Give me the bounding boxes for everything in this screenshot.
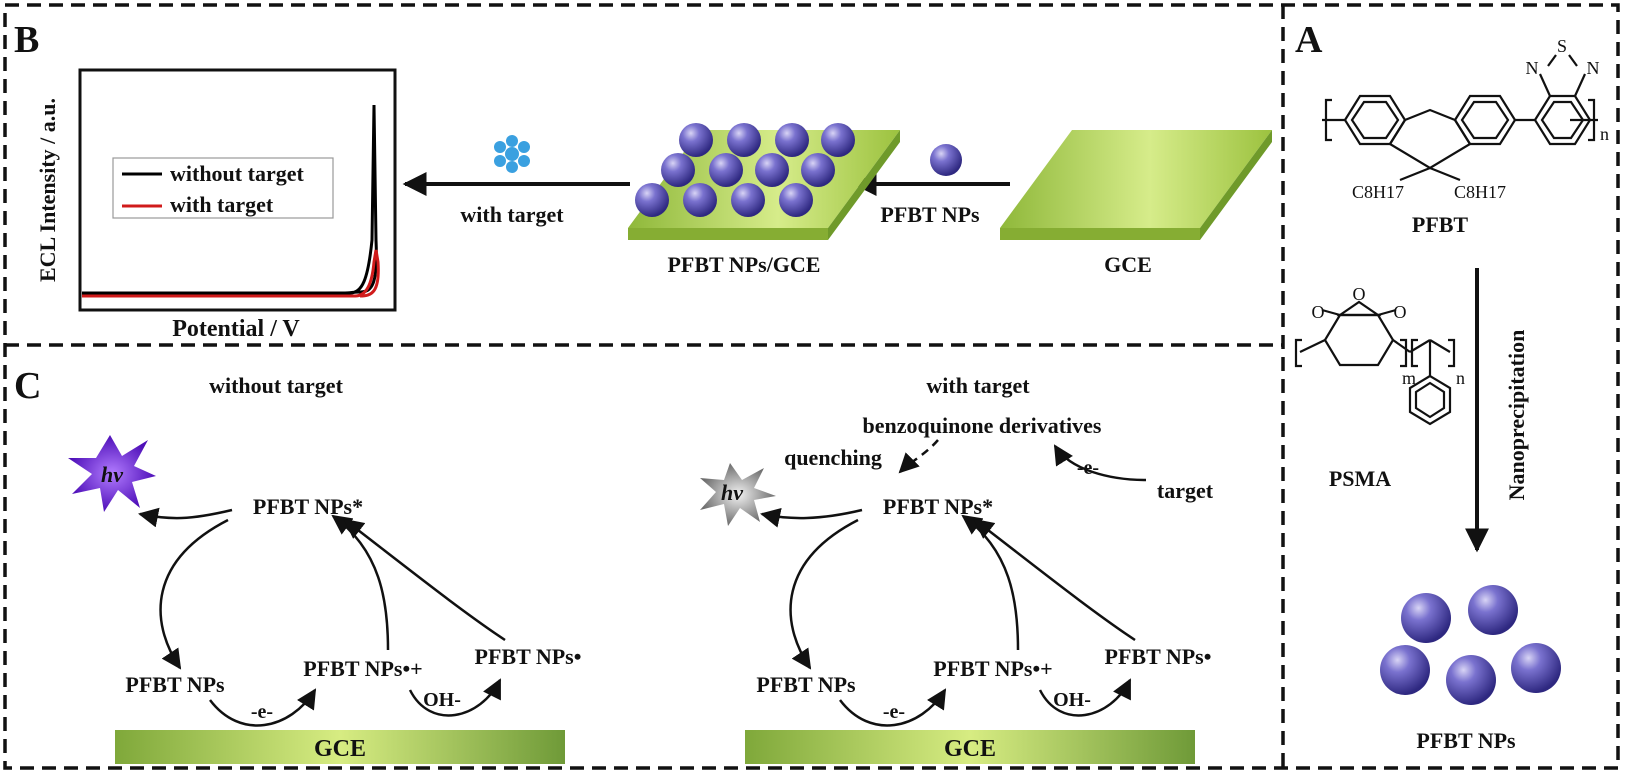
thiadiazole-n-left: N <box>1526 58 1539 78</box>
cycle-arrows-left <box>138 507 506 727</box>
psma-o-left: O <box>1312 302 1325 322</box>
benzoquinone-label: benzoquinone derivatives <box>863 413 1102 438</box>
repeat-index-n: n <box>1600 124 1609 144</box>
electrode-modified <box>628 123 900 240</box>
plot-legend <box>112 157 334 219</box>
panel-label-b: B <box>14 19 39 61</box>
hydroxide-right: OH- <box>1053 689 1091 711</box>
gce-bar-left <box>115 730 565 764</box>
curve-without-target <box>82 104 378 295</box>
cation-right: PFBT NPs•+ <box>933 656 1052 681</box>
electrode-modified-label: PFBT NPs/GCE <box>667 252 820 277</box>
psma-o-right: O <box>1394 302 1407 322</box>
psma-structure <box>1294 300 1456 426</box>
target-label: target <box>1157 478 1214 503</box>
star-purple <box>68 435 156 512</box>
psma-m: m <box>1402 368 1416 388</box>
legend-label-with: with target <box>170 192 274 217</box>
electrode-bare-label: GCE <box>1104 252 1152 277</box>
pfbt-structure <box>1322 54 1598 182</box>
excited-left: PFBT NPs* <box>253 494 363 519</box>
thiadiazole-n-right: N <box>1587 58 1600 78</box>
c-left-title: without target <box>209 373 343 398</box>
electron-right: -e- <box>883 701 905 723</box>
quenching-label: quenching <box>784 445 882 470</box>
ground-right: PFBT NPs <box>756 672 856 697</box>
star-gray <box>700 463 776 526</box>
hv-right: hν <box>721 480 743 505</box>
psma-o-mid: O <box>1353 284 1366 304</box>
gce-label-left: GCE <box>314 736 366 762</box>
panel-borders <box>3 3 1620 770</box>
cation-left: PFBT NPs•+ <box>303 656 422 681</box>
excited-right: PFBT NPs* <box>883 494 993 519</box>
gce-label-right: GCE <box>944 736 996 762</box>
panel-label-c: C <box>14 365 41 407</box>
product-label: PFBT NPs <box>1416 728 1516 753</box>
single-nanoparticle <box>930 144 962 176</box>
gce-bar-right <box>745 730 1195 764</box>
hv-left: hν <box>101 462 123 487</box>
curve-with-target <box>82 249 380 298</box>
plot-xlabel: Potential / V <box>172 316 300 342</box>
nanoprecipitation-label: Nanoprecipitation <box>1504 330 1529 501</box>
step-label-with-target: with target <box>460 202 564 227</box>
plot-ylabel: ECL Intensity / a.u. <box>35 98 60 282</box>
ground-left: PFBT NPs <box>125 672 225 697</box>
step-label-pfbt-nps: PFBT NPs <box>880 202 980 227</box>
target-icon <box>494 135 530 173</box>
thiadiazole-s: S <box>1557 36 1567 56</box>
electron-left: -e- <box>251 701 273 723</box>
electrode-bare <box>1000 130 1272 240</box>
panel-label-a: A <box>1295 19 1323 61</box>
hydroxide-left: OH- <box>423 689 461 711</box>
side-chain-right: C8H17 <box>1454 182 1506 202</box>
radical-left: PFBT NPs• <box>475 644 582 669</box>
psma-label: PSMA <box>1329 466 1391 491</box>
nanoparticle-cluster <box>1380 585 1561 705</box>
ecl-plot: without target with target <box>78 68 397 312</box>
psma-n: n <box>1456 368 1465 388</box>
side-chain-left: C8H17 <box>1352 182 1404 202</box>
legend-label-without: without target <box>170 161 304 186</box>
c-right-title: with target <box>926 373 1030 398</box>
radical-right: PFBT NPs• <box>1105 644 1212 669</box>
cycle-arrows-right <box>760 439 1147 727</box>
pfbt-label: PFBT <box>1412 212 1469 237</box>
